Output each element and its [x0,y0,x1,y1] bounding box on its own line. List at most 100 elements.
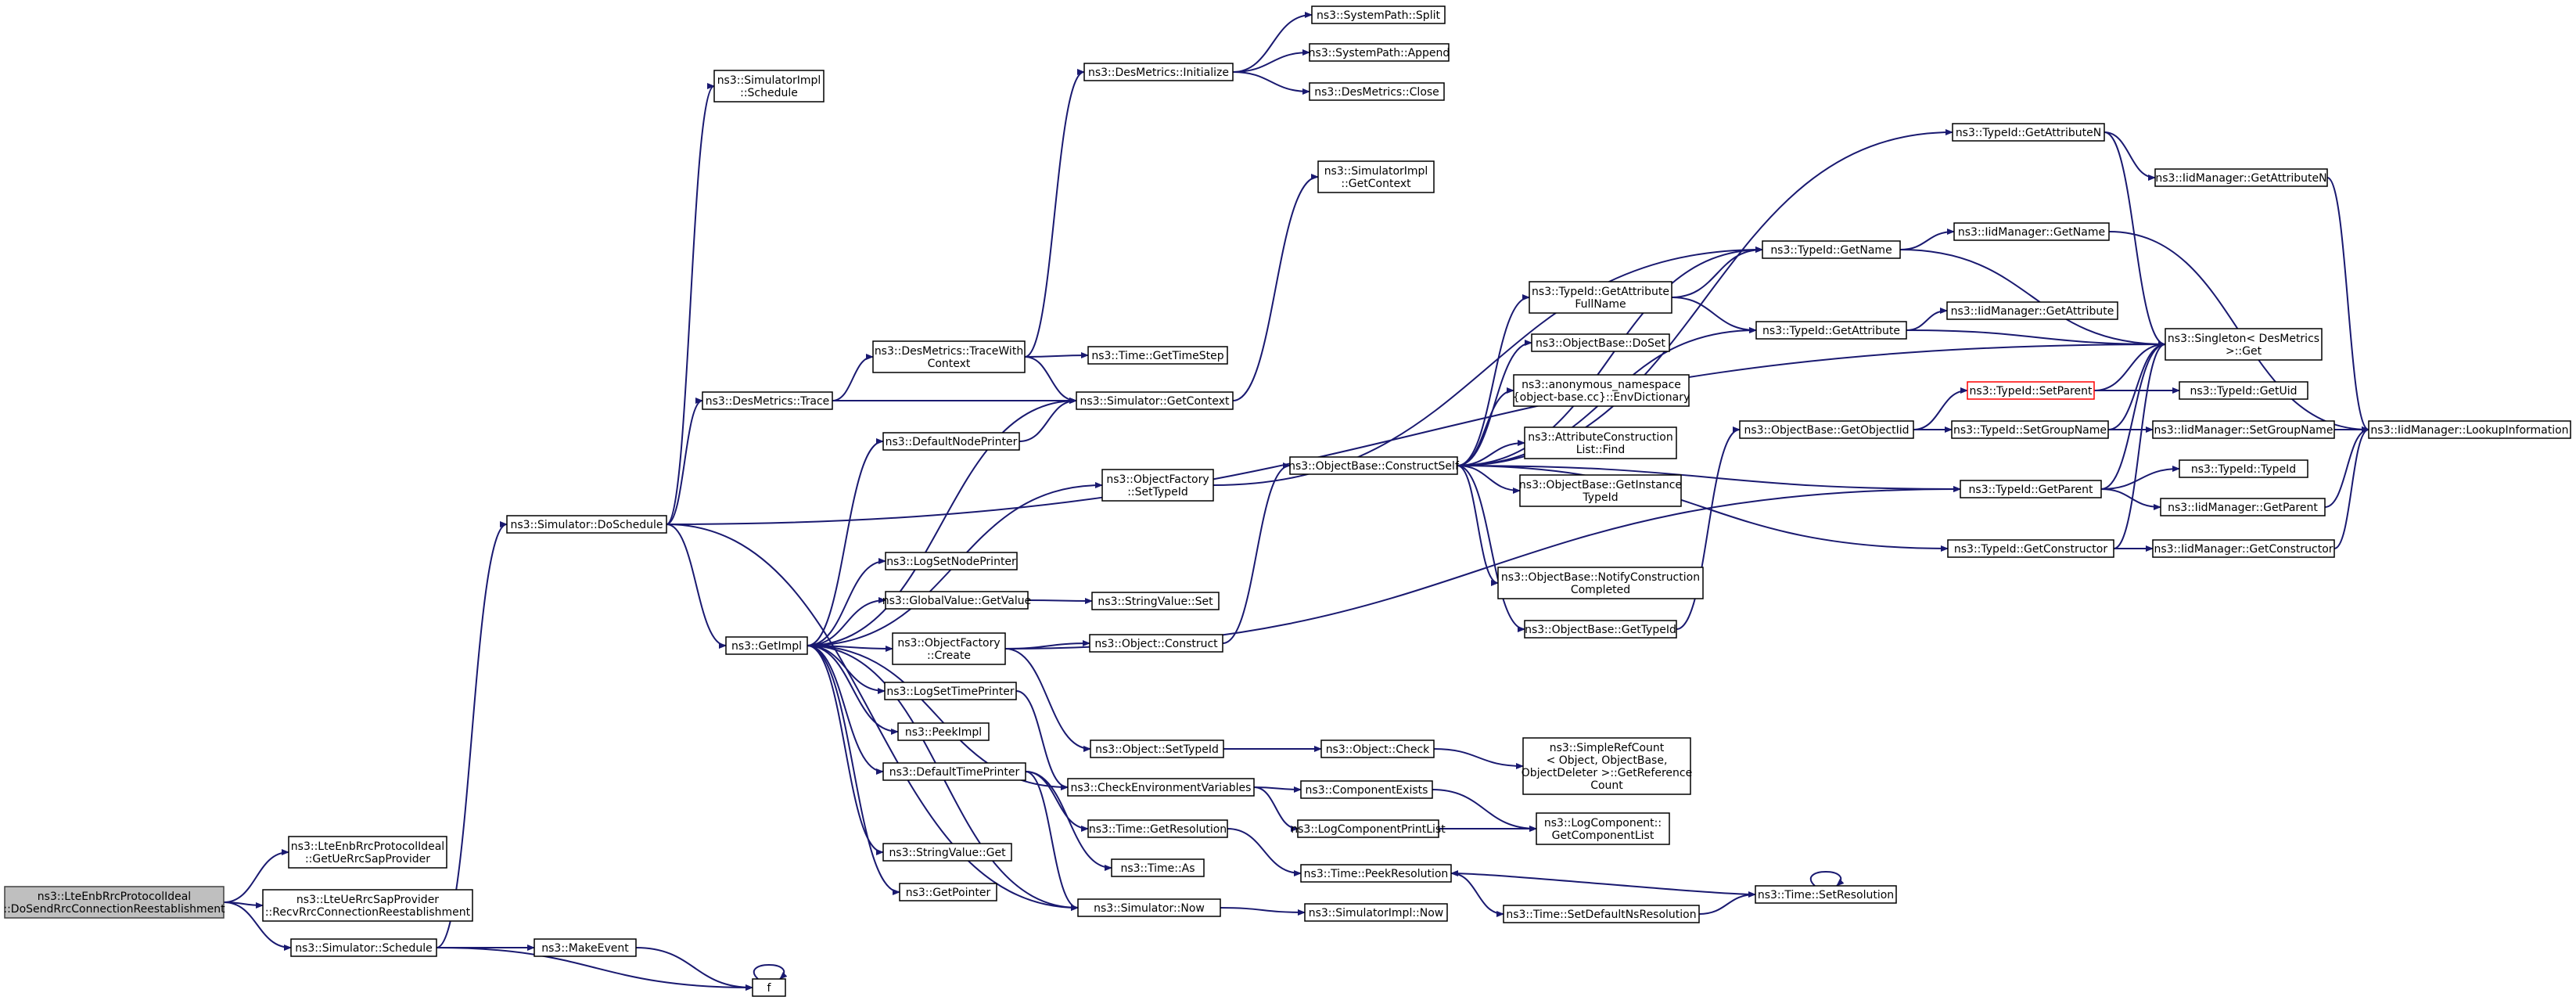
node-sim-now[interactable]: ns3::Simulator::Now [1077,898,1221,917]
call-edge-get-impl-to-sim-get-context [807,398,1077,646]
node-append[interactable]: ns3::SystemPath::Append [1309,43,1450,62]
call-edge-construct-self-to-tid-get-name [1457,247,1763,466]
node-split[interactable]: ns3::SystemPath::Split [1311,5,1446,24]
node-construct-self[interactable]: ns3::ObjectBase::ConstructSelf [1288,456,1460,475]
node-tid-type-id[interactable]: ns3::TypeId::TypeId [2179,459,2308,478]
node-label-line: ns3::Time::PeekResolution [1304,868,1449,880]
node-schedule[interactable]: ns3::Simulator::Schedule [290,938,437,957]
call-edge-ob-get-object-iid-to-tid-set-parent [1913,387,1968,430]
node-label-line: ns3::LogComponent:: [1544,817,1662,829]
node-sv-get[interactable]: ns3::StringValue::Get [882,843,1012,862]
node-recv-rrc[interactable]: ns3::LteUeRrcSapProvider::RecvRrcConnect… [262,889,473,922]
call-edge-get-impl-to-def-node-printer [807,438,884,646]
node-impl-now[interactable]: ns3::SimulatorImpl::Now [1304,903,1448,922]
node-ob-do-set[interactable]: ns3::ObjectBase::DoSet [1531,333,1670,352]
node-obj-set-type-id[interactable]: ns3::Object::SetTypeId [1090,740,1224,758]
node-des-trace[interactable]: ns3::DesMetrics::Trace [702,391,833,410]
node-obj-check[interactable]: ns3::Object::Check [1320,740,1435,758]
node-of-set-type-id[interactable]: ns3::ObjectFactory::SetTypeId [1101,469,1214,502]
node-do-schedule[interactable]: ns3::Simulator::DoSchedule [506,515,667,534]
call-edge-do-schedule-to-des-trace [666,398,703,525]
node-obj-construct[interactable]: ns3::Object::Construct [1089,634,1223,653]
node-iid-get-ctor[interactable]: ns3::IidManager::GetConstructor [2152,539,2335,558]
node-box [2152,539,2335,558]
call-edge-def-node-printer-to-sim-get-context [1019,398,1077,442]
node-tid-get-name[interactable]: ns3::TypeId::GetName [1762,240,1901,259]
node-iid-get-attr[interactable]: ns3::IidManager::GetAttribute [1946,301,2118,320]
node-root[interactable]: ns3::LteEnbRrcProtocolIdeal::DoSendRrcCo… [3,886,225,919]
node-label-line: List::Find [1576,444,1626,456]
call-edge-gv-get-value-to-sv-set [1027,597,1093,604]
call-edge-time-get-res-to-peek-res [1227,828,1302,876]
node-box [1967,381,2095,400]
node-impl-schedule[interactable]: ns3::SimulatorImpl::Schedule [713,70,825,103]
node-iid-get-attr-n[interactable]: ns3::IidManager::GetAttributeN [2154,168,2328,187]
node-peek-res[interactable]: ns3::Time::PeekResolution [1300,864,1452,883]
node-ob-get-type-id[interactable]: ns3::ObjectBase::GetTypeId [1524,620,1677,639]
node-comp-exists[interactable]: ns3::ComponentExists [1300,780,1433,799]
node-box [1289,456,1458,475]
node-tid-get-uid[interactable]: ns3::TypeId::GetUid [2179,381,2308,400]
node-set-res[interactable]: ns3::Time::SetResolution [1755,885,1897,904]
node-box [4,886,225,919]
node-def-node-printer[interactable]: ns3::DefaultNodePrinter [882,432,1020,451]
node-time-as[interactable]: ns3::Time::As [1111,858,1205,877]
node-env-dict[interactable]: ns3::anonymous_namespace{object-base.cc}… [1513,374,1690,407]
node-tid-get-parent[interactable]: ns3::TypeId::GetParent [1960,480,2102,498]
node-time-step[interactable]: ns3::Time::GetTimeStep [1087,346,1228,365]
node-sv-set[interactable]: ns3::StringValue::Set [1091,592,1220,610]
node-simple-ref[interactable]: ns3::SimpleRefCount< Object, ObjectBase,… [1522,737,1692,795]
call-edge-construct-self-to-tid-get-parent [1457,465,1961,492]
node-tid-get-attr-n[interactable]: ns3::TypeId::GetAttributeN [1952,123,2105,142]
node-of-create[interactable]: ns3::ObjectFactory::Create [892,632,1006,665]
call-edge-check-env-to-log-comp-print [1253,786,1299,832]
node-log-comp-print[interactable]: ns3::LogComponentPrintList [1291,819,1446,838]
node-gv-get-value[interactable]: ns3::GlobalValue::GetValue [882,591,1031,610]
node-ob-notify[interactable]: ns3::ObjectBase::NotifyConstructionCompl… [1497,567,1704,599]
node-box [1519,474,1682,507]
node-log-comp-list[interactable]: ns3::LogComponent::GetComponentList [1536,812,1670,845]
node-label-line: ns3::SimulatorImpl [717,74,821,87]
node-tid-set-parent[interactable]: ns3::TypeId::SetParent [1967,381,2095,400]
node-log-node-printer[interactable]: ns3::LogSetNodePrinter [885,552,1018,570]
call-edge-get-impl-to-peek-impl [807,645,899,735]
node-ob-get-object-iid[interactable]: ns3::ObjectBase::GetObjectIid [1739,420,1914,439]
node-get-pointer[interactable]: ns3::GetPointer [899,883,997,901]
node-check-env[interactable]: ns3::CheckEnvironmentVariables [1067,778,1255,797]
node-des-close[interactable]: ns3::DesMetrics::Close [1309,82,1445,101]
node-impl-get-context[interactable]: ns3::SimulatorImpl::GetContext [1317,160,1435,193]
call-edge-do-schedule-to-get-impl [666,524,727,649]
node-tid-get-attr[interactable]: ns3::TypeId::GetAttribute [1755,321,1907,340]
call-edge-trace-with-to-sim-get-context [1024,356,1077,404]
node-time-get-res[interactable]: ns3::Time::GetResolution [1087,819,1228,838]
node-tid-set-group[interactable]: ns3::TypeId::SetGroupName [1951,420,2109,439]
node-sim-get-context[interactable]: ns3::Simulator::GetContext [1076,391,1234,410]
node-get-impl[interactable]: ns3::GetImpl [725,636,808,655]
node-tid-get-ctor[interactable]: ns3::TypeId::GetConstructor [1947,539,2114,558]
node-iid-get-name[interactable]: ns3::IidManager::GetName [1953,222,2110,241]
node-singleton[interactable]: ns3::Singleton< DesMetrics>::Get [2165,328,2323,361]
node-log-time-printer[interactable]: ns3::LogSetTimePrinter [884,682,1017,700]
node-label-line: ns3::StringValue::Set [1098,596,1213,608]
node-iid-lookup[interactable]: ns3::IidManager::LookupInformation [2368,420,2571,439]
node-get-ue-rrc-sap[interactable]: ns3::LteEnbRrcProtocolIdeal::GetUeRrcSap… [288,836,447,869]
node-iid-get-parent[interactable]: ns3::IidManager::GetParent [2160,498,2326,516]
node-des-init[interactable]: ns3::DesMetrics::Initialize [1083,63,1234,81]
node-box [1953,222,2110,241]
call-edge-ob-get-type-id-to-ob-get-object-iid [1676,426,1741,630]
node-label-line: ns3::ObjectBase::GetObjectIid [1744,424,1909,437]
node-iid-set-group[interactable]: ns3::IidManager::SetGroupName [2152,420,2335,439]
node-peek-impl[interactable]: ns3::PeekImpl [897,722,990,741]
call-edge-schedule-to-do-schedule [436,521,508,948]
node-f[interactable]: f [752,978,786,997]
node-label-line: ns3::Time::As [1120,862,1195,875]
node-def-time-printer[interactable]: ns3::DefaultTimePrinter [882,762,1026,781]
node-set-def-ns[interactable]: ns3::Time::SetDefaultNsResolution [1503,905,1700,923]
node-label-line: ns3::Simulator::Now [1094,902,1205,915]
node-label-line: ::Schedule [740,87,798,99]
node-make-event[interactable]: ns3::MakeEvent [534,938,637,957]
